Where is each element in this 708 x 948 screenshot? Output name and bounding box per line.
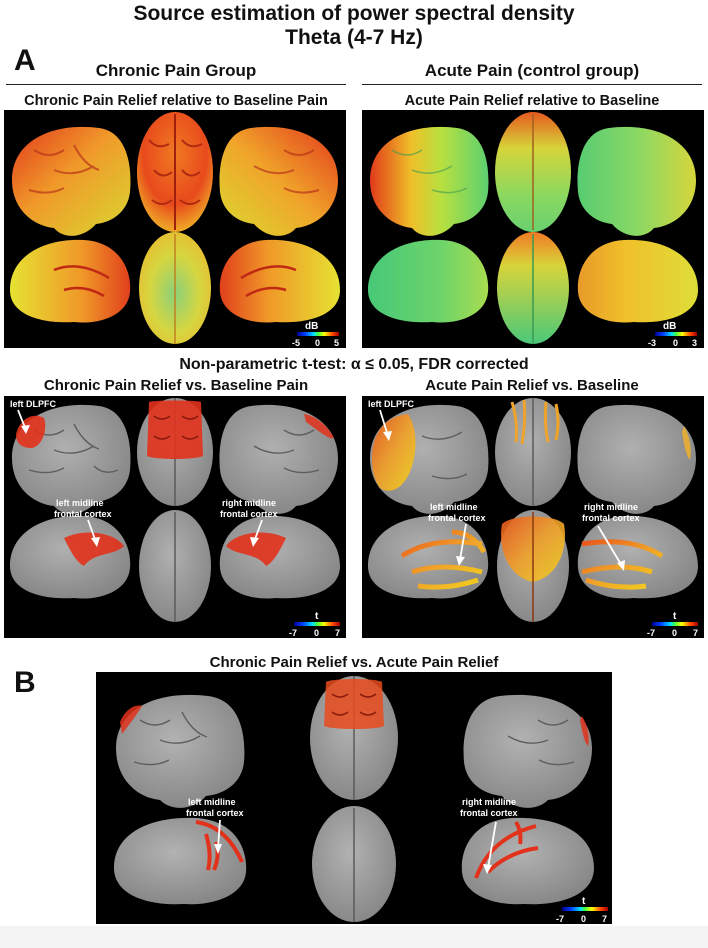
svg-text:t: t [582,896,586,907]
brain-medial-right [219,239,340,323]
acute-group-title: Acute Pain (control group) [424,61,640,80]
svg-text:right midline: right midline [584,502,638,512]
chronic-group-title: Chronic Pain Group [95,61,257,80]
svg-text:0: 0 [672,628,677,638]
label-right-midline: right midline frontal cortex [220,498,278,547]
brain-medial-right [461,817,594,905]
brain-inferior [497,232,569,344]
brain-medial-left [368,515,489,599]
brain-superior [495,112,571,232]
colorbar-t-chronic: t -7 0 7 [289,611,340,638]
brain-superior [495,398,571,506]
label-right-midline: right midline frontal cortex [460,797,518,874]
svg-text:-7: -7 [556,914,564,924]
svg-text:7: 7 [335,628,340,638]
svg-text:-3: -3 [648,338,656,348]
chronic-stats-brain-panel: left DLPFC left midline frontal cortex r… [4,396,346,638]
panel-b-title: Chronic Pain Relief vs. Acute Pain Relie… [209,654,499,671]
brain-lateral-right [577,404,696,514]
svg-text:t: t [315,611,319,622]
acute-group-divider [362,84,702,85]
svg-text:dB: dB [663,321,676,332]
svg-text:frontal cortex: frontal cortex [460,808,518,818]
brain-medial-left [10,239,131,323]
label-left-midline: left midline frontal cortex [186,797,244,854]
brain-superior [310,676,398,800]
acute-relief-brain-panel: dB -3 0 3 [362,110,704,348]
brain-medial-right [577,239,698,323]
brain-superior [137,112,213,232]
svg-text:7: 7 [602,914,607,924]
brain-superior [137,398,213,506]
brain-medial-right [219,515,340,599]
brain-lateral-right [219,404,338,514]
chronic-relief-title: Chronic Pain Relief relative to Baseline… [24,93,328,109]
svg-text:-5: -5 [292,338,300,348]
chronic-group-divider [6,84,346,85]
colorbar-db-acute: dB -3 0 3 [648,321,697,348]
brain-lateral-left [370,126,489,236]
svg-text:right midline: right midline [222,498,276,508]
panel-b-letter: B [14,666,36,699]
svg-text:left DLPFC: left DLPFC [368,399,414,409]
svg-text:0: 0 [673,338,678,348]
brain-inferior [312,806,396,922]
bottom-margin [0,926,708,948]
svg-text:left midline: left midline [56,498,104,508]
brain-lateral-left [116,694,245,808]
brain-inferior [497,510,569,622]
brain-lateral-left [12,126,131,236]
svg-text:left midline: left midline [430,502,478,512]
brain-lateral-right [577,126,696,236]
acute-stats-brain-panel: left DLPFC left midline frontal cortex r… [362,396,704,638]
svg-text:left midline: left midline [188,797,236,807]
svg-text:7: 7 [693,628,698,638]
svg-text:dB: dB [305,321,318,332]
svg-text:-7: -7 [647,628,655,638]
brain-inferior [139,232,211,344]
svg-text:0: 0 [315,338,320,348]
chronic-stats-title: Chronic Pain Relief vs. Baseline Pain [43,377,309,394]
brain-lateral-right [219,126,338,236]
figure-subtitle: Theta (4-7 Hz) [285,26,423,49]
svg-text:frontal cortex: frontal cortex [428,513,486,523]
stats-title: Non-parametric t-test: α ≤ 0.05, FDR cor… [179,356,529,373]
label-left-dlpfc: left DLPFC [368,399,414,441]
chronic-vs-acute-brain-panel: left midline frontal cortex right midlin… [96,672,612,924]
label-left-midline: left midline frontal cortex [54,498,112,547]
svg-text:left DLPFC: left DLPFC [10,399,56,409]
figure-title: Source estimation of power spectral dens… [133,2,575,25]
svg-text:0: 0 [581,914,586,924]
svg-text:3: 3 [692,338,697,348]
svg-text:0: 0 [314,628,319,638]
svg-text:-7: -7 [289,628,297,638]
colorbar-db-chronic: dB -5 0 5 [292,321,339,348]
svg-text:5: 5 [334,338,339,348]
brain-medial-left [10,515,131,599]
chronic-relief-brain-panel: dB -5 0 5 [4,110,346,348]
brain-medial-left [114,817,247,905]
svg-text:frontal cortex: frontal cortex [186,808,244,818]
brain-lateral-right [463,694,592,808]
panel-a-letter: A [14,44,36,77]
label-left-midline: left midline frontal cortex [428,502,486,566]
svg-text:frontal cortex: frontal cortex [54,509,112,519]
label-right-midline: right midline frontal cortex [582,502,640,571]
svg-text:t: t [673,611,677,622]
colorbar-t-acute: t -7 0 7 [647,611,698,638]
brain-lateral-left [370,404,489,514]
svg-text:frontal cortex: frontal cortex [582,513,640,523]
acute-relief-title: Acute Pain Relief relative to Baseline [404,93,660,109]
brain-medial-right [577,515,698,599]
acute-stats-title: Acute Pain Relief vs. Baseline [425,377,639,394]
brain-inferior [139,510,211,622]
brain-medial-left [368,239,489,323]
label-left-dlpfc: left DLPFC [10,399,56,434]
colorbar-t-panel-b: t -7 0 7 [556,896,608,924]
svg-text:frontal cortex: frontal cortex [220,509,278,519]
svg-text:right midline: right midline [462,797,516,807]
